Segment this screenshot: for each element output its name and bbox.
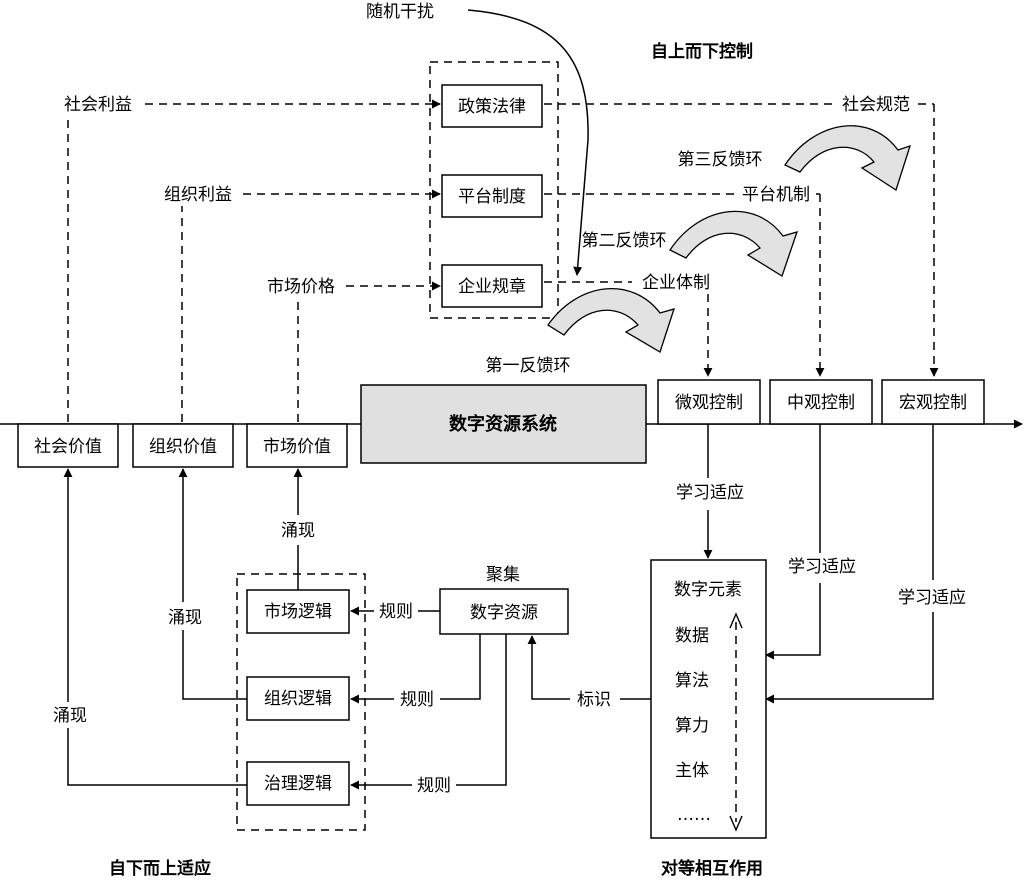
rule-label-2: 规则 [400, 690, 434, 710]
third-feedback-arrow [784, 125, 912, 192]
org-value-label: 组织价值 [149, 437, 217, 457]
digital-elements-title: 数字元素 [674, 580, 742, 600]
social-interest-label: 社会利益 [64, 95, 132, 115]
market-value-label: 市场价值 [263, 437, 331, 457]
social-value-box: 社会价值 [17, 423, 119, 468]
macro-control-label: 宏观控制 [899, 393, 967, 413]
institution-group [429, 61, 559, 319]
first-feedback-arrow [547, 288, 675, 353]
policy-law-box: 政策法律 [441, 84, 543, 128]
digital-elements-box: 数字元素 数据 算法 算力 主体 …… [650, 559, 767, 839]
rule-label-1: 规则 [379, 602, 413, 622]
micro-control-box: 微观控制 [657, 379, 761, 425]
enterprise-rules-box: 企业规章 [441, 264, 543, 308]
identify-label: 标识 [577, 690, 611, 710]
down-arrowhead-icon [729, 815, 743, 832]
emergence-label-market: 涌现 [281, 521, 315, 541]
org-logic-box: 组织逻辑 [246, 676, 350, 721]
second-feedback-arrow [669, 210, 799, 277]
market-price-label: 市场价格 [267, 277, 335, 297]
platform-mech-label: 平台机制 [742, 185, 810, 205]
element-compute: 算力 [675, 716, 709, 736]
policy-law-label: 政策法律 [458, 97, 526, 117]
learn-adapt-macro-label: 学习适应 [898, 588, 966, 608]
macro-to-elements-arrow [765, 612, 934, 704]
social-value-label: 社会价值 [34, 437, 102, 457]
meso-to-elements-arrow [765, 583, 821, 660]
micro-control-label: 微观控制 [675, 393, 743, 413]
top-down-title: 自上而下控制 [651, 41, 753, 62]
learn-adapt-meso-label: 学习适应 [788, 557, 856, 577]
market-value-box: 市场价值 [246, 423, 348, 468]
rule-label-3: 规则 [417, 776, 451, 796]
aggregation-label: 聚集 [486, 565, 520, 585]
org-logic-label: 组织逻辑 [264, 689, 332, 709]
emergence-label-org: 涌现 [168, 608, 202, 628]
up-arrowhead-icon [729, 612, 743, 629]
peer-interaction-title: 对等相互作用 [661, 858, 763, 879]
digital-resource-system-label: 数字资源系统 [449, 413, 557, 435]
third-feedback-label: 第三反馈环 [678, 150, 763, 170]
emergence-label-social: 涌现 [53, 706, 87, 726]
gov-logic-label: 治理逻辑 [264, 774, 332, 794]
element-data: 数据 [675, 626, 709, 646]
element-subject: 主体 [675, 761, 709, 781]
social-norms-label: 社会规范 [842, 95, 910, 115]
gov-logic-box: 治理逻辑 [246, 761, 350, 806]
platform-system-box: 平台制度 [441, 174, 543, 218]
org-value-box: 组织价值 [132, 423, 234, 468]
learn-adapt-micro-label: 学习适应 [676, 483, 744, 503]
org-interest-label: 组织利益 [164, 185, 232, 205]
macro-control-box: 宏观控制 [881, 379, 985, 425]
market-logic-box: 市场逻辑 [246, 589, 350, 634]
enterprise-rules-label: 企业规章 [458, 277, 526, 297]
enterprise-sys-label: 企业体制 [642, 273, 710, 293]
second-feedback-label: 第二反馈环 [582, 231, 667, 251]
disturbance-label: 随机干扰 [366, 2, 434, 22]
logic-group [236, 573, 366, 831]
digital-resource-system-box: 数字资源系统 [360, 384, 647, 464]
disturbance-arrow [467, 9, 589, 276]
element-ellipsis: …… [677, 805, 711, 825]
element-algorithm: 算法 [675, 671, 709, 691]
digital-resource-box: 数字资源 [439, 588, 569, 635]
meso-control-box: 中观控制 [769, 379, 873, 425]
digital-resource-label: 数字资源 [470, 603, 538, 623]
first-feedback-label: 第一反馈环 [486, 356, 571, 376]
meso-control-label: 中观控制 [787, 393, 855, 413]
platform-system-label: 平台制度 [458, 187, 526, 207]
identify-arrow [527, 635, 570, 700]
bottom-up-title: 自下而上适应 [109, 858, 211, 879]
market-logic-label: 市场逻辑 [264, 602, 332, 622]
